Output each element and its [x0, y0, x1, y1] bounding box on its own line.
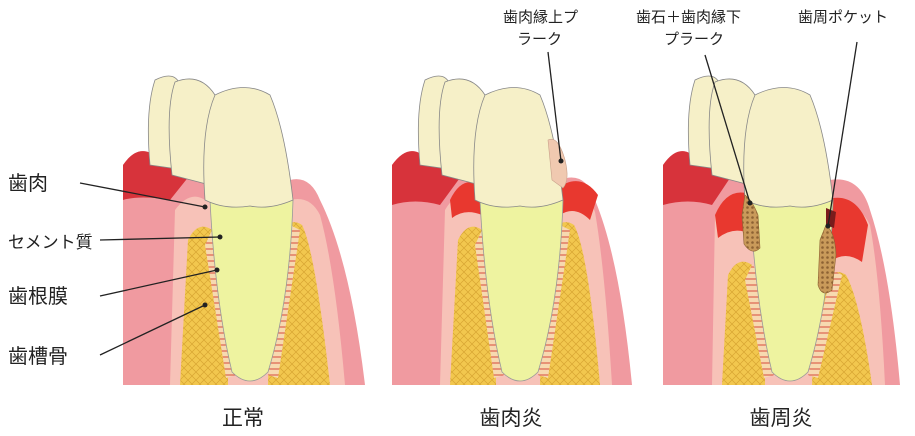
label-gum: 歯肉: [8, 171, 48, 195]
annotation-calculus-1: 歯石＋歯肉縁下: [636, 8, 741, 26]
caption-periodontitis: 歯周炎: [750, 406, 813, 430]
front-crown: [204, 88, 293, 208]
annotation-pocket: 歯周ポケット: [798, 8, 888, 26]
label-alveolar-bone: 歯槽骨: [8, 344, 68, 368]
annotation-plaque-1: 歯肉縁上プ: [503, 8, 578, 26]
panel-normal: [123, 76, 365, 385]
gum-marker: [203, 205, 208, 210]
cementum-marker: [218, 235, 223, 240]
bone-marker: [203, 303, 208, 308]
label-cementum: セメント質: [8, 233, 93, 253]
panel-periodontitis: [663, 42, 900, 385]
annotation-calculus-2: プラーク: [664, 30, 724, 48]
caption-gingivitis: 歯肉炎: [480, 406, 543, 430]
pdl-marker: [215, 268, 220, 273]
panel-gingivitis: [392, 52, 632, 385]
front-crown: [744, 88, 833, 208]
caption-normal: 正常: [222, 406, 264, 430]
label-pdl: 歯根膜: [8, 284, 68, 308]
annotation-plaque-2: ラーク: [517, 30, 562, 48]
